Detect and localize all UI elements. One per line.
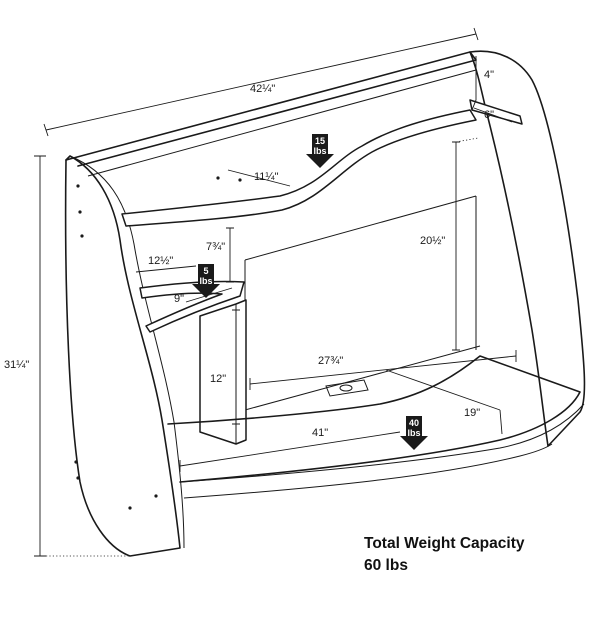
top-back-board [65, 51, 477, 167]
top-shelf-load-badge: 15 lbs [306, 134, 334, 168]
left-side-edge [69, 155, 185, 549]
top-depth-label: 6" [484, 109, 494, 121]
desk-depth-label: 19" [464, 407, 480, 419]
down-arrow-icon [192, 264, 220, 298]
svg-text:lbs: lbs [407, 428, 420, 438]
desk-outline [64, 50, 586, 557]
svg-text:lbs: lbs [199, 276, 212, 286]
side-shelf-width-label: 12½" [148, 255, 173, 267]
svg-text:5: 5 [203, 266, 208, 276]
dimension-labels: 42¼" 4" 6" 11¼" 20½" 7¾" 12½" 9" 31¼" 12… [4, 69, 494, 439]
overall-height-label: 31¼" [4, 359, 29, 371]
top-shelf [469, 99, 523, 125]
desk-load-badge: 40 lbs [400, 416, 428, 450]
capacity-title: Total Weight Capacity [364, 535, 525, 552]
top-shelf-front [471, 99, 477, 111]
dimension-lines [34, 27, 517, 557]
desk-surface [167, 355, 581, 483]
top-height-label: 4" [484, 69, 494, 81]
upper-shelf [121, 109, 477, 227]
upper-shelf-depth-label: 11¼" [254, 171, 279, 183]
lower-side-height-label: 12" [210, 373, 226, 385]
svg-text:lbs: lbs [313, 146, 326, 156]
desk-under-edge [183, 443, 553, 499]
back-panel-lower [244, 195, 477, 410]
side-shelf-gap-label: 7¾" [206, 241, 225, 253]
cable-grommet [325, 379, 369, 397]
vertical-divider [199, 299, 247, 445]
back-opening-height-label: 20½" [420, 235, 445, 247]
inner-width-label: 27¾" [318, 355, 343, 367]
overall-width-label: 42¼" [250, 83, 275, 95]
back-panel-bottom [244, 345, 481, 411]
down-arrow-icon [400, 416, 428, 450]
desk-width-label: 41" [312, 427, 328, 439]
back-panel-top [87, 69, 477, 177]
left-side-panel [64, 155, 181, 557]
desk-front-edge [179, 403, 585, 483]
capacity-value: 60 lbs [364, 557, 408, 574]
side-shelf-load-badge: 5 lbs [192, 264, 220, 298]
down-arrow-icon [306, 134, 334, 168]
side-shelf-depth-label: 9" [174, 293, 184, 305]
svg-text:40: 40 [409, 418, 419, 428]
screw-holes [74, 176, 242, 510]
svg-text:15: 15 [315, 136, 325, 146]
right-side-panel [469, 50, 586, 447]
grommet-hole [339, 384, 353, 392]
